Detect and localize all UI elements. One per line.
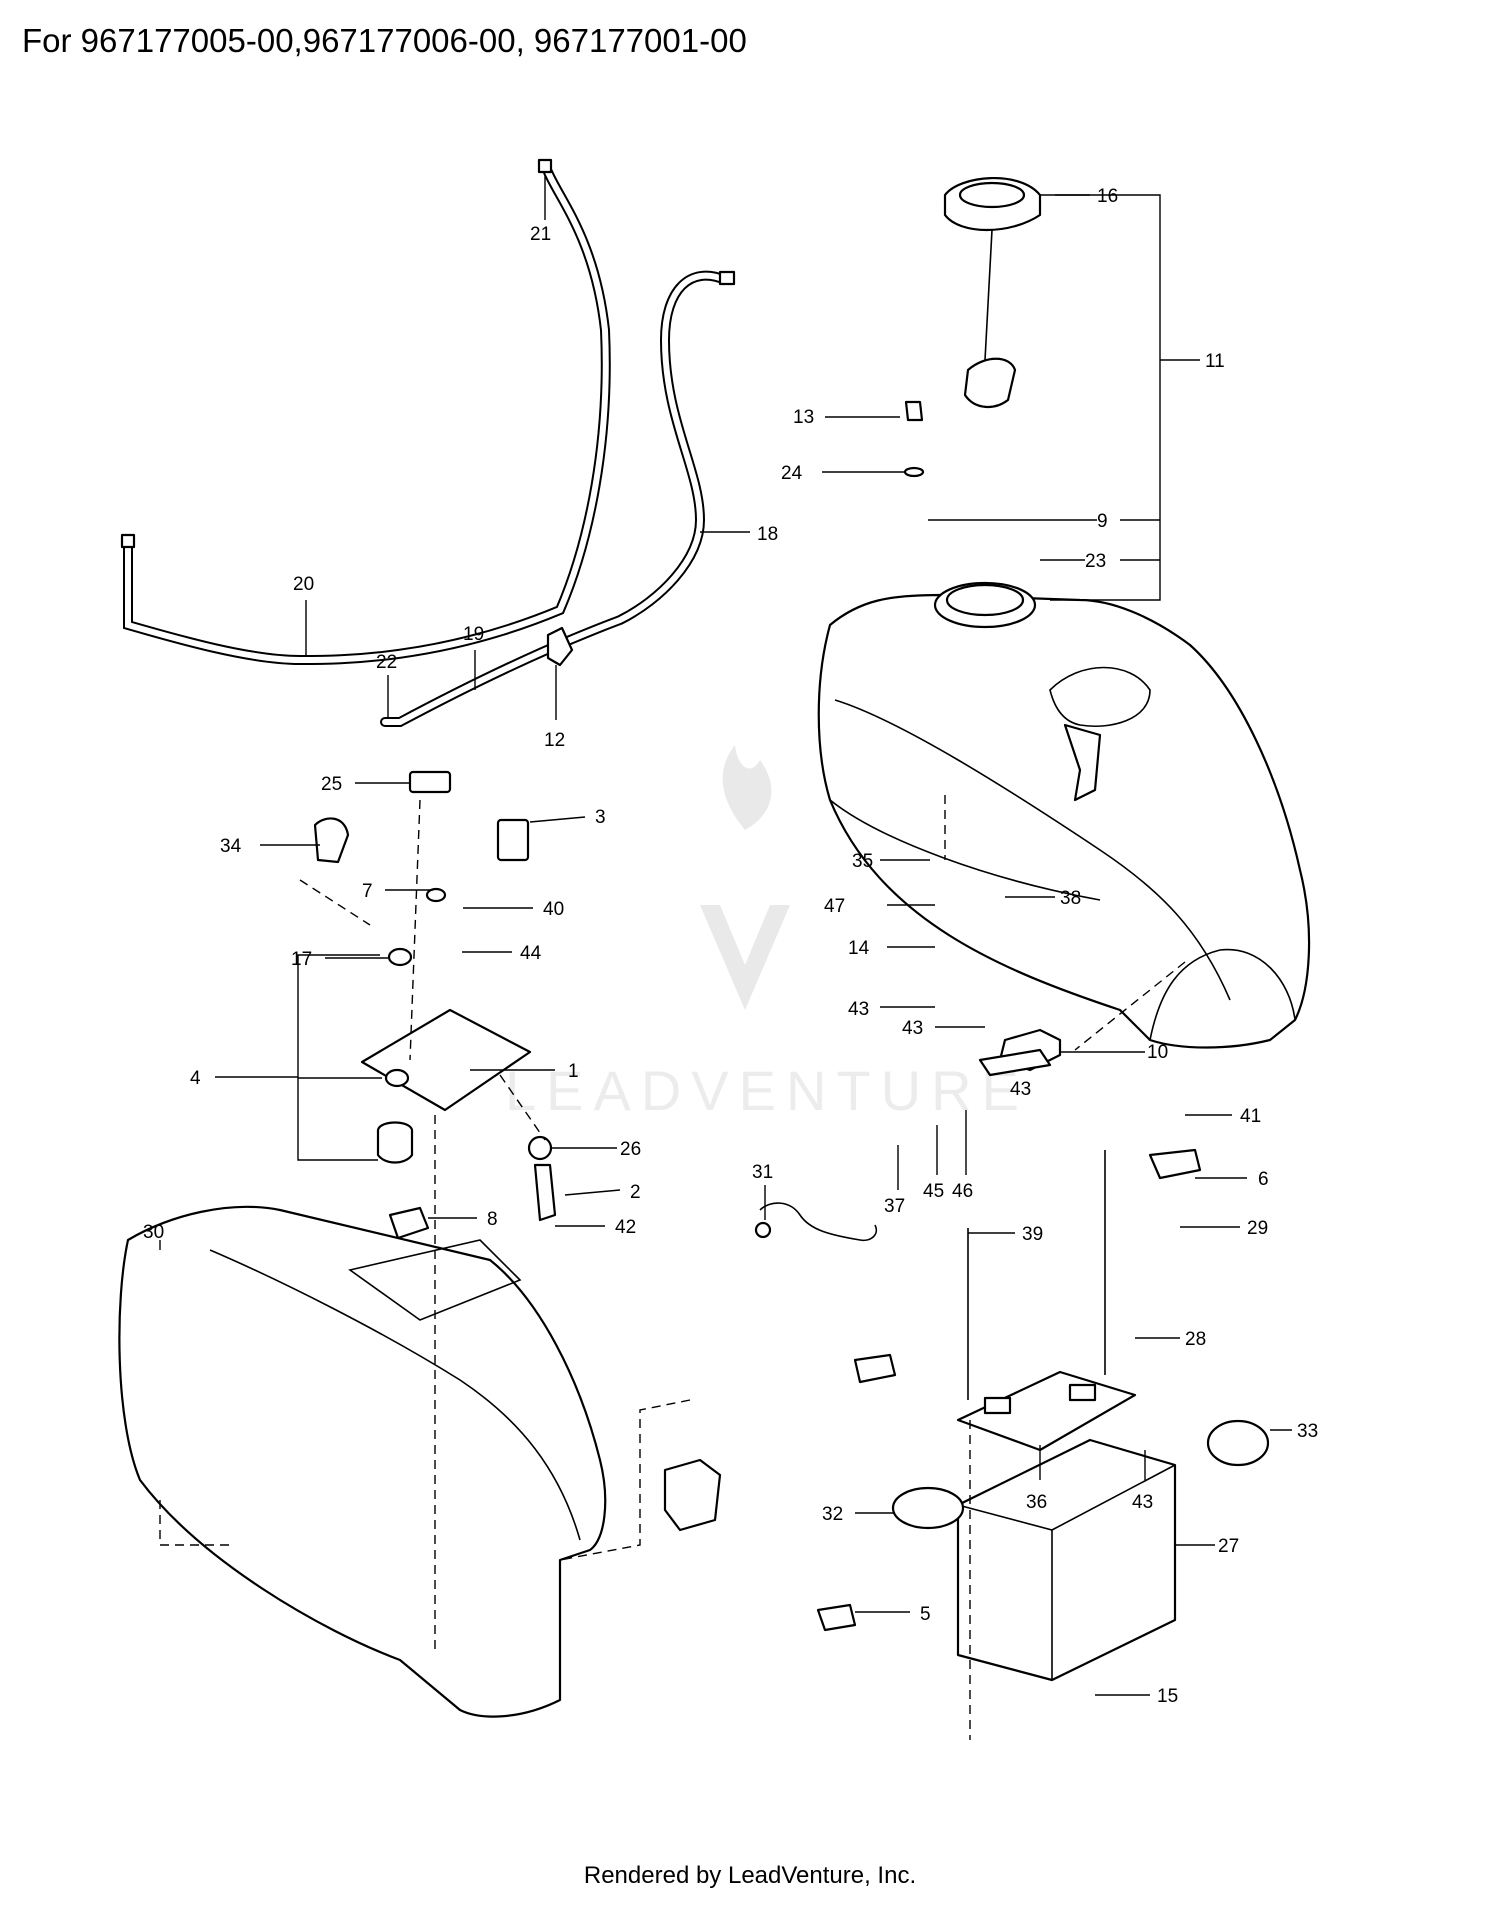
callout-12: 12 [544,730,565,751]
callout-36: 36 [1026,1492,1047,1513]
callout-13: 13 [793,407,814,428]
callout-40: 40 [543,899,564,920]
callout-5: 5 [920,1604,931,1625]
callout-2: 2 [630,1182,641,1203]
callout-1: 1 [568,1061,579,1082]
callout-15: 15 [1157,1686,1178,1707]
fuel-tank [817,176,1311,1049]
page-title: For 967177005-00,967177006-00, 967177001… [22,22,747,59]
callout-22: 22 [376,652,397,673]
callout-43-battery: 43 [1132,1492,1153,1513]
callout-18: 18 [757,524,778,545]
callout-6: 6 [1258,1169,1269,1190]
callout-44: 44 [520,943,542,964]
callout-39: 39 [1022,1224,1043,1245]
callout-23: 23 [1085,551,1106,572]
callout-46: 46 [952,1181,973,1202]
callout-11: 11 [1205,351,1225,372]
callout-27: 27 [1218,1536,1239,1557]
callout-43-tank: 43 [1010,1079,1031,1100]
watermark-text: LEADVENTURE [505,1059,1029,1122]
callout-42: 42 [615,1217,636,1238]
callout-35: 35 [852,851,873,872]
callout-30: 30 [143,1222,164,1243]
callout-21: 21 [530,224,551,245]
callout-3: 3 [595,807,606,828]
ignition-panel [313,770,557,1240]
callout-43: 43 [848,999,869,1020]
callout-43-bracket: 43 [902,1018,923,1039]
callout-34: 34 [220,836,242,857]
callout-26: 26 [620,1139,641,1160]
callout-32: 32 [822,1504,843,1525]
fender-hood [118,1205,607,1718]
callout-29: 29 [1247,1218,1268,1239]
callout-7: 7 [362,881,373,902]
watermark-logo: LEADVENTURE [505,745,1029,1122]
callouts: 1 2 3 4 5 6 7 8 9 10 11 12 13 14 15 [143,175,1318,1707]
callout-24: 24 [781,463,803,484]
callout-14: 14 [848,938,870,959]
callout-25: 25 [321,774,342,795]
mounting-brackets [663,1028,1202,1632]
assembly-lines [159,795,1186,1740]
callout-19: 19 [463,624,484,645]
fuel-hose-assembly [120,158,736,727]
callout-16: 16 [1097,186,1118,207]
callout-33: 33 [1297,1421,1318,1442]
callout-45: 45 [923,1181,944,1202]
callout-47: 47 [824,896,845,917]
callout-8: 8 [487,1209,498,1230]
callout-10: 10 [1147,1042,1168,1063]
callout-20: 20 [293,574,314,595]
callout-31: 31 [752,1162,773,1183]
battery-assembly [891,1150,1270,1682]
callout-4: 4 [190,1068,201,1089]
callout-37: 37 [884,1196,905,1217]
callout-28: 28 [1185,1329,1206,1350]
callout-9: 9 [1097,511,1108,532]
footer-credit: Rendered by LeadVenture, Inc. [583,1862,917,1889]
callout-41: 41 [1240,1106,1261,1127]
callout-38: 38 [1060,888,1081,909]
callout-17: 17 [291,949,312,970]
